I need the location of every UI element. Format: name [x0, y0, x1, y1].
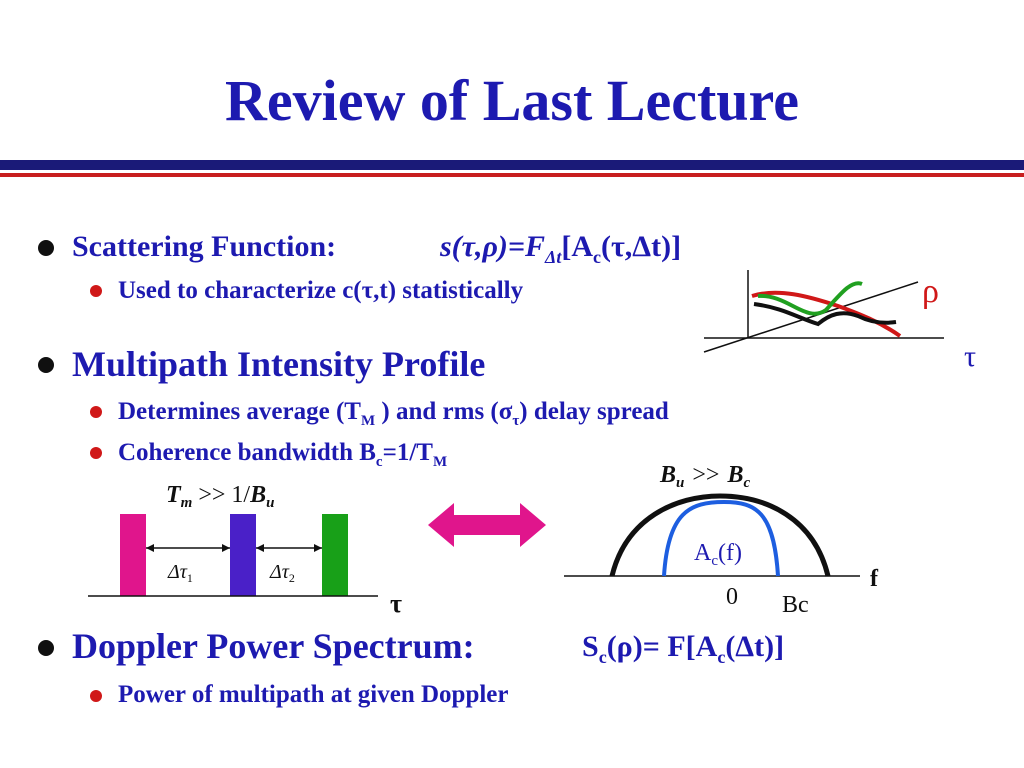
- arrow-head-icon: [256, 544, 264, 552]
- curve-label-sub: c: [711, 553, 718, 569]
- cond-relation: >>: [692, 462, 719, 488]
- impulse-bar-2: [230, 514, 256, 596]
- wide-envelope-curve: [609, 493, 831, 577]
- frequency-correlation-diagram: Bu>>Bc Ac(f) f 0 Bc: [564, 462, 879, 618]
- black-profile-curve: [753, 302, 897, 327]
- arrow-head-icon: [222, 544, 230, 552]
- formula-a: [A: [561, 230, 593, 263]
- arrow-head-icon: [146, 544, 154, 552]
- coherence-text-a-sub: c: [375, 454, 383, 470]
- coherence-text-b-sub: M: [432, 454, 448, 470]
- doppler-formula-a-sub: c: [598, 647, 607, 667]
- cond-b1: B: [659, 462, 676, 488]
- tick-bc-label: Bc: [782, 592, 809, 618]
- cond-b: B: [249, 482, 266, 508]
- title-divider-red: [0, 173, 1024, 177]
- scattering-formula: s(τ,ρ)=FΔt[Ac(τ,Δt)]: [440, 230, 682, 267]
- formula-a-sub: c: [592, 247, 601, 267]
- delta-tau-1-label: Δτ1: [167, 561, 193, 585]
- coherence-curve: [662, 499, 780, 577]
- cond-b-sub: u: [266, 495, 274, 511]
- impulse-bar-3: [322, 514, 348, 596]
- coherence-bandwidth-text: Coherence bandwidth Bc=1/TM: [118, 440, 447, 470]
- delta2: Δτ: [269, 561, 290, 583]
- coherence-curve-label: Ac(f): [694, 540, 742, 569]
- delta-tau-2-label: Δτ2: [269, 561, 295, 585]
- arrow-head-icon: [314, 544, 322, 552]
- delay-text-a: Determines average (T: [118, 398, 361, 425]
- formula-sub: Δt: [545, 247, 562, 267]
- cond-t-sub: m: [181, 495, 193, 511]
- formula-lhs: s(τ,ρ)=F: [440, 230, 546, 263]
- coherence-text-a: Coherence bandwidth B: [118, 439, 376, 466]
- rho-axis-label: ρ: [922, 273, 939, 310]
- bullet-dot: [38, 357, 54, 373]
- cond-relation: >> 1/: [198, 482, 250, 508]
- bullet-dot: [38, 640, 54, 656]
- scattering-3d-diagram: ρ τ: [703, 270, 976, 373]
- title-divider-blue: [0, 160, 1024, 170]
- cond-b2-sub: c: [743, 475, 750, 491]
- multipath-label: Multipath Intensity Profile: [72, 344, 486, 384]
- delay-spread-text: Determines average (TM ) and rms (στ) de…: [118, 399, 669, 429]
- green-profile-curve: [757, 281, 863, 316]
- doppler-formula: Sc(ρ)= F[Ac(Δt)]: [582, 630, 785, 667]
- sub-bullet-dot: [90, 285, 102, 297]
- freq-condition: Bu >> Bc: [659, 462, 750, 491]
- delay-text-c: ) delay spread: [519, 398, 669, 425]
- delay-text-a-sub: M: [360, 413, 376, 429]
- diagonal-axis: [703, 281, 919, 353]
- delta2-sub: 2: [289, 571, 295, 585]
- scattering-sub-text: Used to characterize c(τ,t) statisticall…: [118, 277, 524, 304]
- formula-rest: (τ,Δt)]: [600, 230, 682, 263]
- doppler-label: Doppler Power Spectrum:: [72, 626, 475, 666]
- delay-axis-label: τ: [390, 589, 402, 618]
- bullet-dot: [38, 240, 54, 256]
- impulse-bar-1: [120, 514, 146, 596]
- equivalence-arrow-icon: [428, 503, 546, 547]
- delta1: Δτ: [167, 561, 188, 583]
- scattering-label: Scattering Function:: [72, 230, 337, 263]
- cond-b1-sub: u: [676, 475, 684, 491]
- coherence-text-b: =1/T: [382, 439, 433, 466]
- delay-text-b-sub: τ: [512, 413, 520, 429]
- delay-text-b: ) and rms (σ: [375, 398, 513, 425]
- cond-b2: B: [726, 462, 743, 488]
- doppler-formula-a: S: [582, 630, 599, 663]
- tick-zero-label: 0: [726, 584, 738, 610]
- doppler-formula-b: (ρ)= F[A: [606, 630, 718, 663]
- doppler-formula-c: (Δt)]: [725, 630, 785, 663]
- frequency-axis-label: f: [870, 566, 879, 592]
- doppler-sub-text: Power of multipath at given Doppler: [118, 681, 509, 708]
- sub-bullet-dot: [90, 447, 102, 459]
- delta1-sub: 1: [187, 571, 193, 585]
- sub-bullet-dot: [90, 406, 102, 418]
- slide-title: Review of Last Lecture: [225, 68, 799, 133]
- sub-bullet-dot: [90, 690, 102, 702]
- tau-axis-label: τ: [964, 340, 976, 373]
- cond-t: T: [166, 482, 182, 508]
- curve-label: A: [694, 540, 712, 566]
- doppler-formula-b-sub: c: [717, 647, 726, 667]
- curve-label-rest: (f): [718, 540, 742, 566]
- delay-profile-diagram: Tm>> 1/Bu Δτ1 Δτ2 τ: [88, 482, 402, 618]
- delay-condition: Tm >> 1/Bu: [166, 482, 274, 511]
